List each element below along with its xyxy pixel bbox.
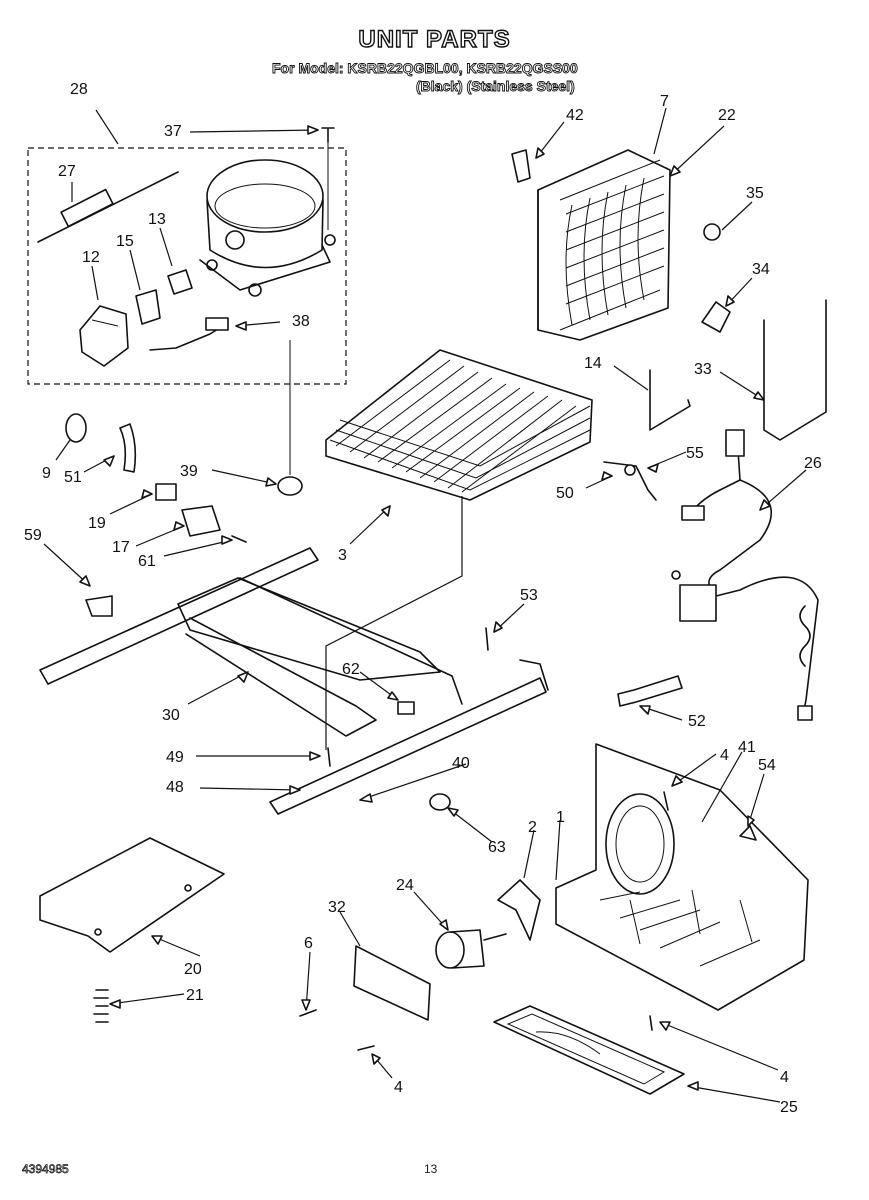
part-42-shape	[511, 149, 531, 183]
callout-22: 22	[718, 107, 736, 124]
model-line: For Model: KSRB22QGBL00, KSRB22QGSS00	[272, 60, 579, 77]
part-54-shape	[739, 825, 757, 841]
page-title: UNIT PARTS	[358, 25, 511, 53]
drain-pan	[493, 1005, 685, 1095]
callout-24: 24	[396, 877, 414, 894]
part-62-shape	[397, 701, 415, 715]
callout-6: 6	[304, 935, 313, 952]
part-15-shape	[135, 289, 161, 325]
fan-shroud	[555, 743, 809, 1011]
callout-4-bottom-right: 4	[780, 1069, 789, 1086]
callout-34: 34	[752, 261, 770, 278]
callout-42: 42	[566, 107, 584, 124]
part-50-shape	[603, 461, 657, 501]
callout-51: 51	[64, 469, 82, 486]
page-number: 13	[424, 1162, 438, 1176]
compressor	[199, 159, 336, 297]
callout-14: 14	[584, 355, 602, 372]
callout-7: 7	[660, 93, 669, 110]
callout-13: 13	[148, 211, 166, 228]
motor-bracket	[353, 945, 431, 1021]
callout-28: 28	[70, 81, 88, 98]
callout-25: 25	[780, 1099, 798, 1116]
callout-2: 2	[528, 819, 537, 836]
callout-32: 32	[328, 899, 346, 916]
part-63-shape	[429, 793, 451, 811]
callout-62: 62	[342, 661, 360, 678]
callout-20: 20	[184, 961, 202, 978]
callout-55: 55	[686, 445, 704, 462]
callout-53: 53	[520, 587, 538, 604]
callout-50: 50	[556, 485, 574, 502]
callout-30: 30	[162, 707, 180, 724]
callout-54: 54	[758, 757, 776, 774]
compressor-assembly-box	[27, 147, 347, 385]
fan-motor	[435, 929, 507, 969]
part-17-shape	[181, 505, 221, 537]
callout-59: 59	[24, 527, 42, 544]
part-14-shape	[649, 369, 691, 431]
part-53-shape	[485, 627, 489, 651]
callout-1: 1	[556, 809, 565, 826]
callout-9: 9	[42, 465, 51, 482]
part-39-shape	[277, 476, 303, 496]
callout-48: 48	[166, 779, 184, 796]
callout-15: 15	[116, 233, 134, 250]
callout-4-bottom-left: 4	[394, 1079, 403, 1096]
callout-3: 3	[338, 547, 347, 564]
variant-line: (Black) (Stainless Steel)	[416, 78, 576, 95]
callout-4-top: 4	[720, 747, 729, 764]
condenser	[325, 349, 593, 750]
part-27-shape	[37, 171, 179, 243]
callout-49: 49	[166, 749, 184, 766]
callout-19: 19	[88, 515, 106, 532]
fan-blade	[497, 879, 541, 941]
callout-35: 35	[746, 185, 764, 202]
callout-40: 40	[452, 755, 470, 772]
part-12-shape	[79, 305, 129, 367]
part-33-shape	[763, 299, 827, 441]
callout-38: 38	[292, 313, 310, 330]
callout-21: 21	[186, 987, 204, 1004]
arrow-heads	[79, 125, 771, 1091]
callout-52: 52	[688, 713, 706, 730]
part-26-shape	[671, 429, 819, 721]
part-9-shape	[65, 413, 87, 443]
part-21-shape	[93, 989, 109, 1023]
callout-labels: 28 37 27 13 15 12 38 42 7 22 35 34 14 33…	[24, 81, 822, 1116]
callout-33: 33	[694, 361, 712, 378]
document-number: 4394985	[22, 1162, 69, 1177]
callout-63: 63	[488, 839, 506, 856]
callout-39: 39	[180, 463, 198, 480]
part-35-shape	[703, 223, 721, 241]
part-6-shape	[299, 1009, 317, 1017]
evaporator	[537, 149, 671, 341]
base-frame	[39, 547, 549, 815]
callout-12: 12	[82, 249, 100, 266]
part-34-shape	[701, 301, 731, 333]
callout-27: 27	[58, 163, 76, 180]
part-13-shape	[167, 269, 193, 295]
callout-41: 41	[738, 739, 756, 756]
part-51-shape	[119, 423, 137, 473]
callout-61: 61	[138, 553, 156, 570]
part-37-shape	[321, 127, 335, 143]
part-4-shape	[663, 791, 669, 811]
callout-17: 17	[112, 539, 130, 556]
part-52-shape	[617, 675, 683, 707]
part-61-shape	[231, 535, 247, 543]
part-49-shape	[327, 747, 331, 767]
callout-26: 26	[804, 455, 822, 472]
part-20-shape	[39, 837, 225, 953]
part-19-shape	[155, 483, 177, 501]
callout-37: 37	[164, 123, 182, 140]
